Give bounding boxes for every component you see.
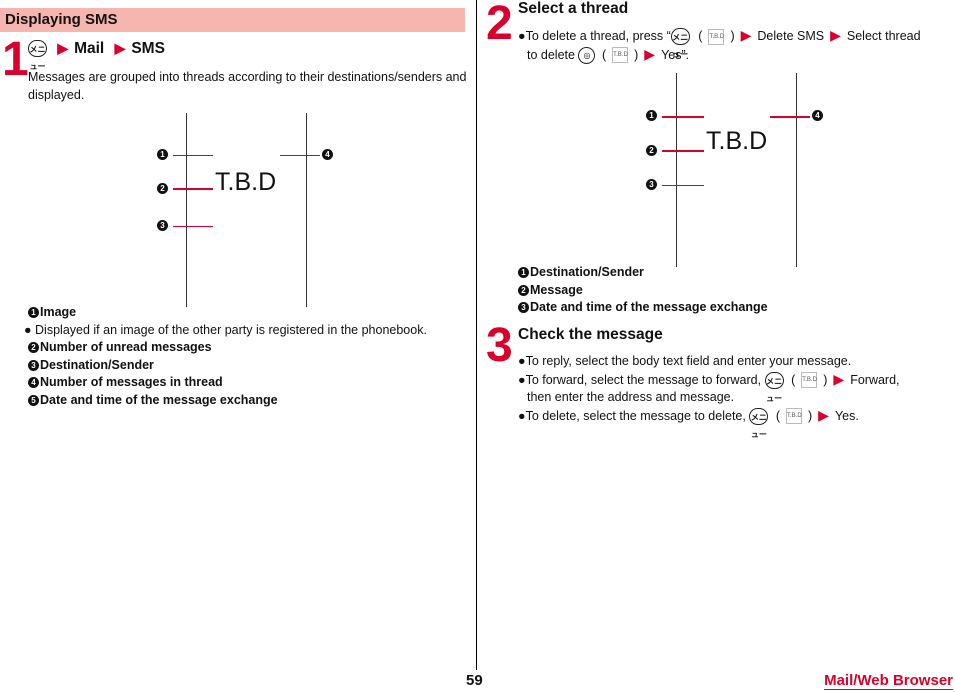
arrow-icon: ▶ xyxy=(57,40,69,56)
callout-3: 3 xyxy=(157,220,168,231)
callout-4: 4 xyxy=(812,110,823,121)
camera-key-icon: ◎ xyxy=(578,46,596,64)
bullet-delete: ●To delete, select the message to delete… xyxy=(518,406,859,439)
tbd-placeholder: T.B.D xyxy=(215,168,277,196)
arrow-icon: ▶ xyxy=(114,40,126,56)
callout-line-4 xyxy=(280,155,320,156)
tbd-placeholder: T.B.D xyxy=(706,127,768,155)
callout-line-2 xyxy=(173,188,213,190)
callout-4: 4 xyxy=(322,149,333,160)
tbd-icon: T.B.D xyxy=(801,372,818,389)
menu-key-icon: メニュー xyxy=(764,371,784,403)
tbd-icon: T.B.D xyxy=(612,47,629,64)
figure-border-right xyxy=(306,113,307,307)
step1-title: メニュー ▶ Mail ▶ SMS xyxy=(28,40,165,71)
tbd-icon: T.B.D xyxy=(785,408,802,425)
step2-bullet: ●To delete a thread, press “メニュー (T.B.D)… xyxy=(518,27,953,64)
tbd-icon: T.B.D xyxy=(708,28,725,45)
page-number: 59 xyxy=(466,672,483,689)
step3-number: 3 xyxy=(486,319,513,372)
legend-note: ● Displayed if an image of the other par… xyxy=(24,322,427,337)
callout-line-4 xyxy=(770,116,810,118)
callout-3: 3 xyxy=(646,179,657,190)
menu-key-icon: メニュー xyxy=(28,40,47,71)
callout-line-2 xyxy=(662,150,704,152)
step3-bullets: ●To reply, select the body text field an… xyxy=(518,353,953,439)
callout-line-1 xyxy=(662,116,704,118)
callout-line-3 xyxy=(173,226,213,227)
step1-description: Messages are grouped into threads accord… xyxy=(28,70,467,102)
step2-number: 2 xyxy=(486,0,513,50)
section-title: Displaying SMS xyxy=(0,8,465,32)
figure-border-right xyxy=(796,73,797,267)
bullet-reply: ●To reply, select the body text field an… xyxy=(518,354,852,368)
figure-border-left xyxy=(676,73,677,267)
chapter-link[interactable]: Mail/Web Browser xyxy=(824,672,953,690)
callout-1: 1 xyxy=(157,149,168,160)
crumb-mail: Mail xyxy=(74,40,105,57)
menu-key-icon: メニュー xyxy=(670,28,690,59)
bullet-forward-cont: then enter the address and message. xyxy=(527,390,735,404)
callout-2: 2 xyxy=(157,183,168,194)
figure-border-left xyxy=(186,113,187,307)
callout-1: 1 xyxy=(646,110,657,121)
step2-title: Select a thread xyxy=(518,0,629,17)
crumb-sms: SMS xyxy=(131,40,165,57)
menu-key-icon: メニュー xyxy=(749,407,769,439)
column-divider xyxy=(476,0,477,670)
step1-number: 1 xyxy=(2,33,29,86)
callout-2: 2 xyxy=(646,145,657,156)
bullet-forward: ●To forward, select the message to forwa… xyxy=(518,370,900,403)
step3-title: Check the message xyxy=(518,326,663,343)
callout-line-3 xyxy=(662,185,704,186)
callout-line-1 xyxy=(173,155,213,156)
